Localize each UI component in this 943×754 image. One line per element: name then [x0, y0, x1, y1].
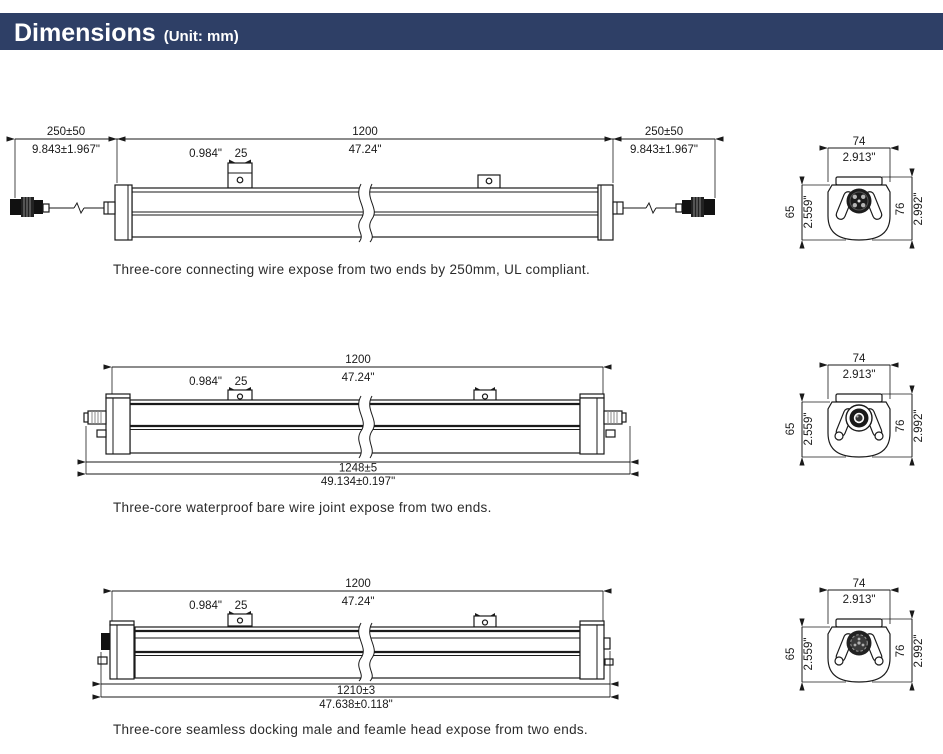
- dim-overall-in: 49.134±0.197": [321, 476, 395, 488]
- dim-length-mm: 1200: [345, 578, 371, 590]
- dim-bracket-mm: 25: [235, 600, 248, 612]
- cross-top-cap: [835, 393, 883, 403]
- bottom-dimension-row: 1248±5 49.134±0.197": [77, 426, 639, 488]
- cross-screw-hole-left: [834, 431, 844, 441]
- end-cap-right: [579, 393, 605, 455]
- dim-overall-mm: 1248±5: [339, 463, 377, 475]
- fixture-body: [114, 183, 614, 243]
- dim-length-in: 47.24": [342, 596, 375, 608]
- dim-bracket-in: 0.984": [189, 148, 222, 160]
- dim-overall-mm: 1210±3: [337, 685, 375, 697]
- dim-bracket-mm: 25: [235, 376, 248, 388]
- cross-section: 74 2.913" 6: [785, 136, 925, 249]
- dim-bracket-in: 0.984": [189, 600, 222, 612]
- cross-height-dim-right: 76 2.992": [872, 610, 925, 691]
- cross-top-cap: [835, 618, 883, 628]
- cross-height-dim-right: 76 2.992": [872, 168, 925, 249]
- cross-total-mm: 76: [895, 645, 907, 658]
- mounting-bracket-2: [477, 174, 501, 189]
- connector-face: [846, 630, 872, 656]
- cross-screw-hole-left: [834, 656, 844, 666]
- fixture-drawing-bare-wire-joint: 1200 47.24" 0.984" 25: [77, 353, 925, 488]
- cross-section: 74 2.913" 65: [785, 353, 925, 466]
- connector-face: [845, 404, 873, 432]
- connector-plug-right: [612, 197, 715, 217]
- cross-screw-hole-right: [874, 656, 884, 666]
- mounting-bracket-1: 0.984" 25: [189, 148, 253, 189]
- mounting-bracket-2: [473, 387, 497, 402]
- top-dimension-row: 250±50 9.843±1.967" 1200 47.24" 250±50 9…: [6, 126, 724, 198]
- cross-width-in: 2.913": [843, 369, 876, 381]
- cross-total-in: 2.992": [913, 193, 925, 226]
- fixture-drawing-connecting-wire: 250±50 9.843±1.967" 1200 47.24" 250±50 9…: [6, 126, 925, 249]
- cross-height-dim-left: 65 2.559": [785, 393, 846, 466]
- cross-body-in: 2.559": [803, 196, 815, 229]
- cross-width-mm: 74: [853, 136, 866, 148]
- cross-width-dim: 74 2.913": [819, 353, 899, 399]
- mounting-bracket-1: 0.984" 25: [189, 376, 253, 402]
- dim-length-in: 47.24": [342, 372, 375, 384]
- bottom-dimension-row: 1210±3 47.638±0.118": [92, 651, 619, 711]
- cross-width-mm: 74: [853, 353, 866, 365]
- cross-width-mm: 74: [853, 578, 866, 590]
- cross-width-dim: 74 2.913": [819, 578, 899, 624]
- cross-body-in: 2.559": [803, 413, 815, 446]
- top-dimension-row: 1200 47.24": [103, 354, 612, 398]
- end-cap-left: [114, 184, 133, 241]
- fixture-drawing-seamless-docking: 1200 47.24" 0.984" 25: [92, 578, 925, 711]
- header-banner: Dimensions (Unit: mm): [0, 13, 943, 50]
- dim-length-mm: 1200: [352, 126, 378, 138]
- cross-total-in: 2.992": [913, 410, 925, 443]
- connector-plug-left: [10, 197, 116, 217]
- cross-section: 74 2.913": [785, 578, 925, 691]
- wire-joint-left: [83, 410, 107, 438]
- mounting-bracket-1: 0.984" 25: [189, 600, 253, 627]
- dim-right-in: 9.843±1.967": [630, 144, 698, 156]
- dim-left-in: 9.843±1.967": [32, 144, 100, 156]
- dim-right-mm: 250±50: [645, 126, 683, 138]
- top-dimension-row: 1200 47.24": [103, 578, 612, 625]
- break-symbol: [358, 622, 375, 682]
- cross-total-mm: 76: [895, 203, 907, 216]
- fixture-body: [97, 620, 614, 682]
- cross-body-mm: 65: [785, 648, 797, 661]
- cross-height-dim-left: 65 2.559": [785, 618, 846, 691]
- break-symbol: [358, 395, 375, 459]
- end-cap-left: [105, 393, 131, 455]
- cross-body-in: 2.559": [803, 638, 815, 671]
- caption-bare-wire-joint: Three-core waterproof bare wire joint ex…: [113, 500, 492, 515]
- cross-total-mm: 76: [895, 420, 907, 433]
- end-cap-left: [109, 620, 135, 680]
- dim-bracket-mm: 25: [235, 148, 248, 160]
- mounting-bracket-2: [473, 613, 497, 628]
- fixture-body: [83, 393, 627, 459]
- dim-length-in: 47.24": [349, 144, 382, 156]
- end-cap-right: [579, 620, 605, 680]
- caption-connecting-wire: Three-core connecting wire expose from t…: [113, 262, 591, 277]
- dim-overall-in: 47.638±0.118": [319, 699, 393, 711]
- dim-length-mm: 1200: [345, 354, 371, 366]
- connector-face: [846, 188, 872, 214]
- dim-bracket-in: 0.984": [189, 376, 222, 388]
- caption-seamless-docking: Three-core seamless docking male and fea…: [113, 722, 588, 737]
- cross-width-in: 2.913": [843, 152, 876, 164]
- cross-body-mm: 65: [785, 206, 797, 219]
- wire-joint-right: [603, 410, 627, 438]
- cross-body-mm: 65: [785, 423, 797, 436]
- cross-height-dim-left: 65 2.559": [785, 176, 846, 249]
- end-cap-right: [597, 184, 614, 241]
- break-symbol: [358, 183, 375, 243]
- page-title: Dimensions: [14, 19, 156, 47]
- cross-total-in: 2.992": [913, 635, 925, 668]
- dim-left-mm: 250±50: [47, 126, 85, 138]
- cross-top-cap: [835, 176, 883, 186]
- cross-width-in: 2.913": [843, 594, 876, 606]
- docking-head-male-left: [97, 633, 110, 665]
- cross-screw-hole-right: [874, 431, 884, 441]
- cross-height-dim-right: 76 2.992": [872, 385, 925, 466]
- unit-label: (Unit: mm): [163, 28, 239, 45]
- cross-width-dim: 74 2.913": [819, 136, 899, 182]
- docking-head-female-right: [603, 637, 614, 666]
